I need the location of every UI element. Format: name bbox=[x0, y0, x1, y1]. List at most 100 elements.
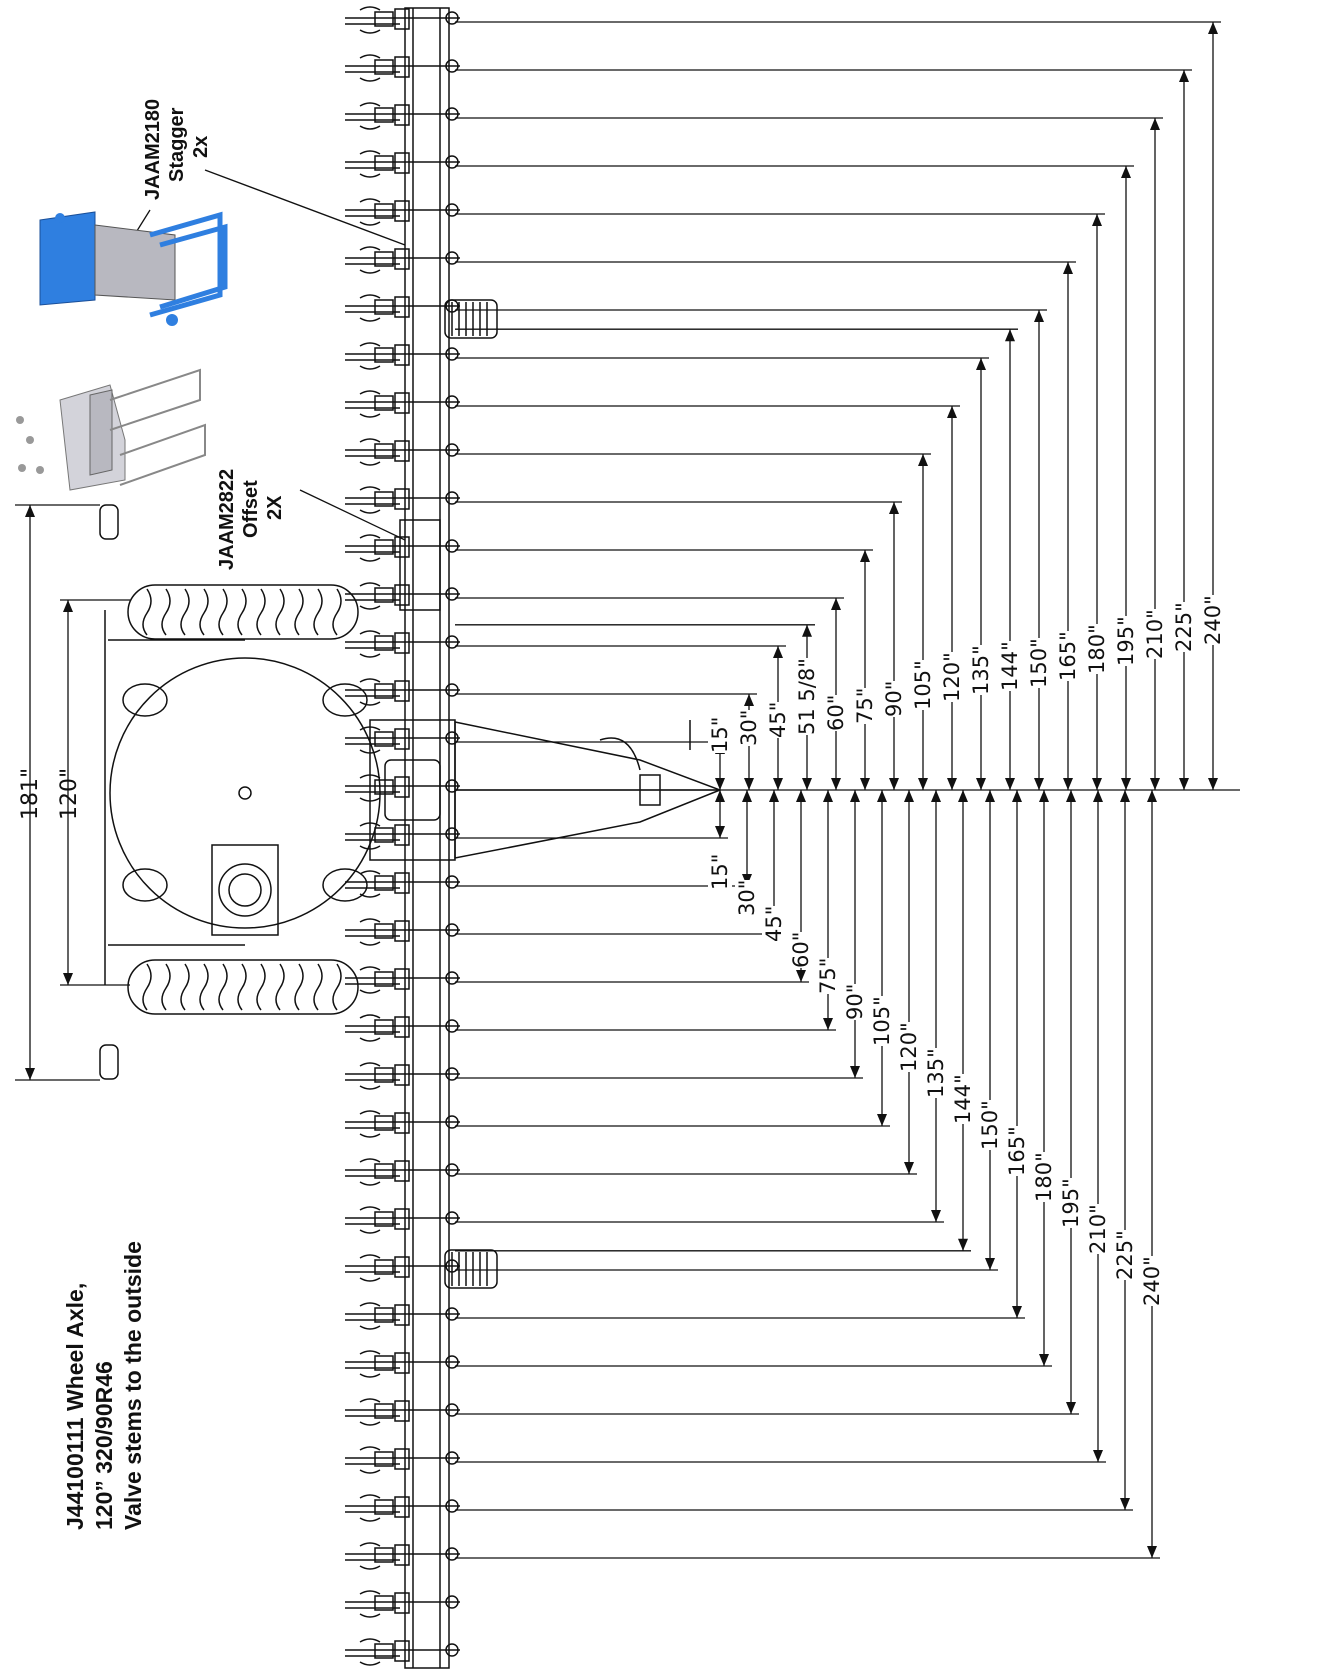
row-unit bbox=[345, 1158, 460, 1186]
upper-dim bbox=[455, 624, 815, 790]
row-unit bbox=[345, 1014, 460, 1042]
upper-dim bbox=[455, 117, 1163, 790]
row-unit bbox=[345, 390, 460, 418]
axle-line-3: Valve stems to the outside bbox=[120, 1241, 146, 1530]
upper-dim-label: 30" bbox=[737, 709, 761, 746]
tank-lug bbox=[322, 683, 368, 717]
row-unit bbox=[345, 294, 460, 322]
upper-dim-label: 240" bbox=[1201, 595, 1225, 645]
lower-dim bbox=[455, 790, 998, 1271]
tank-sump bbox=[211, 844, 279, 936]
row-unit bbox=[345, 774, 460, 802]
lower-dim bbox=[455, 790, 1106, 1463]
upper-dim-label: 15" bbox=[708, 716, 732, 753]
lower-dim-label: 75" bbox=[816, 957, 840, 994]
upper-dim-label: 150" bbox=[1027, 638, 1051, 688]
upper-dim bbox=[455, 549, 873, 790]
upper-dim bbox=[455, 741, 728, 790]
lower-dim bbox=[455, 790, 944, 1223]
upper-dim bbox=[455, 501, 902, 790]
row-unit bbox=[345, 1110, 460, 1138]
axle-line-2: 120” 320/90R46 bbox=[91, 1361, 117, 1530]
row-unit bbox=[345, 342, 460, 370]
stagger-qty: 2x bbox=[190, 135, 212, 158]
lower-dim bbox=[455, 790, 1160, 1559]
offset-part-number: JAAM2822 bbox=[216, 468, 238, 570]
lower-dim bbox=[455, 790, 1025, 1319]
row-unit bbox=[345, 678, 460, 706]
row-unit bbox=[345, 822, 460, 850]
tank-tire bbox=[127, 584, 359, 640]
lower-dim-label: 195" bbox=[1059, 1178, 1083, 1228]
lower-dim-label: 150" bbox=[978, 1100, 1002, 1150]
row-unit bbox=[345, 1446, 460, 1474]
lower-dim-label: 210" bbox=[1086, 1204, 1110, 1254]
upper-dim-label: 144" bbox=[998, 641, 1022, 691]
row-unit bbox=[345, 630, 460, 658]
frame-window bbox=[384, 759, 441, 821]
offset-bracket bbox=[399, 519, 441, 611]
row-unit bbox=[345, 582, 460, 610]
gauge-wheel bbox=[444, 1249, 498, 1289]
lower-dim-label: 225" bbox=[1113, 1230, 1137, 1280]
upper-dim-label: 51 5/8" bbox=[795, 658, 819, 736]
row-unit bbox=[345, 726, 460, 754]
upper-dim bbox=[455, 165, 1134, 790]
row-unit bbox=[345, 246, 460, 274]
lower-dim bbox=[455, 790, 1133, 1511]
lower-dim-label: 45" bbox=[762, 905, 786, 942]
row-unit bbox=[345, 150, 460, 178]
row-unit bbox=[345, 486, 460, 514]
tank-sump-port-inner bbox=[228, 873, 262, 907]
axle-end-cap bbox=[99, 504, 119, 540]
lower-dim-label: 90" bbox=[843, 983, 867, 1020]
row-unit bbox=[345, 54, 460, 82]
upper-dim-label: 90" bbox=[882, 680, 906, 717]
offset-leader bbox=[299, 489, 406, 541]
stagger-part-number: JAAM2180 bbox=[142, 98, 164, 200]
upper-dim-label: 210" bbox=[1143, 609, 1167, 660]
row-unit bbox=[345, 1398, 460, 1426]
lower-dim-label: 30" bbox=[735, 879, 759, 916]
row-unit bbox=[345, 1206, 460, 1234]
row-unit bbox=[345, 438, 460, 466]
lower-dim-label: 180" bbox=[1032, 1152, 1056, 1202]
toolbar-beam bbox=[404, 7, 450, 1669]
row-unit bbox=[345, 1062, 460, 1090]
upper-dim-label: 120" bbox=[940, 652, 964, 703]
upper-dim bbox=[455, 453, 931, 790]
dimension-lines bbox=[15, 21, 1240, 1559]
row-unit bbox=[345, 1350, 460, 1378]
lower-dim bbox=[455, 790, 917, 1175]
stagger-leader bbox=[204, 169, 406, 246]
lower-dim-label: 15" bbox=[708, 853, 732, 890]
hitch-tongue bbox=[454, 721, 723, 859]
part-illustrations bbox=[16, 211, 228, 491]
row-unit bbox=[345, 1302, 460, 1330]
lower-dim-label: 240" bbox=[1140, 1256, 1164, 1306]
row-unit bbox=[345, 6, 460, 34]
axle-overall-dim: 181" bbox=[18, 767, 43, 820]
upper-dim-label: 60" bbox=[824, 694, 848, 732]
upper-dim-label: 165" bbox=[1056, 631, 1080, 681]
row-unit bbox=[345, 1494, 460, 1522]
lower-dim-label: 165" bbox=[1005, 1126, 1029, 1176]
upper-dim bbox=[455, 328, 1018, 790]
offset-qty: 2X bbox=[264, 495, 286, 520]
offset-name: Offset bbox=[240, 480, 262, 538]
stagger-bracket-illustration bbox=[39, 211, 228, 326]
row-unit bbox=[345, 534, 460, 562]
lower-dim-label: 144" bbox=[951, 1074, 975, 1124]
lower-dim bbox=[455, 790, 782, 935]
lower-dim bbox=[455, 790, 1079, 1415]
row-unit bbox=[345, 918, 460, 946]
lower-dim bbox=[455, 790, 890, 1127]
lower-dim bbox=[455, 790, 971, 1252]
toolbar-machine bbox=[99, 6, 723, 1669]
upper-dim-label: 75" bbox=[853, 687, 877, 724]
offset-bracket-illustration bbox=[16, 368, 206, 491]
axle-line-1: J44100111 Wheel Axle, bbox=[62, 1282, 88, 1530]
hose bbox=[599, 720, 691, 771]
upper-dim bbox=[455, 69, 1192, 790]
